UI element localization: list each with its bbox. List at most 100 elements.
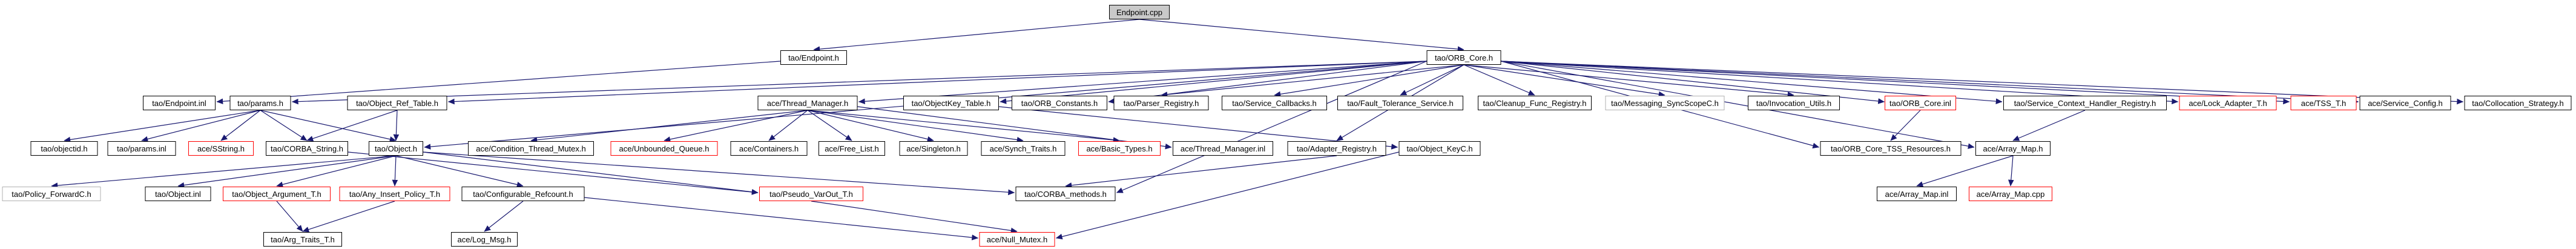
node-array-map-inl[interactable]: ace/Array_Map.inl — [1877, 187, 1957, 201]
edge-thread-manager-h-to-basic-types-h — [807, 110, 1120, 143]
node-messaging-syncscopec-h[interactable]: tao/Messaging_SyncScopeC.h — [1605, 96, 1725, 110]
node-object-ref-table-h[interactable]: tao/Object_Ref_Table.h — [347, 96, 447, 110]
edge-params-h-to-object-h — [260, 110, 397, 142]
node-configurable-refcount-h[interactable]: tao/Configurable_Refcount.h — [461, 187, 585, 201]
node-service-callbacks-h[interactable]: tao/Service_Callbacks.h — [1222, 96, 1327, 110]
edge-configurable-refcount-h-to-log-msg-h — [484, 201, 524, 232]
edge-adapter-registry-h-to-corba-methods-h — [1065, 155, 1337, 188]
node-sstring-h[interactable]: ace/SString.h — [188, 141, 254, 156]
node-corba-methods-h[interactable]: tao/CORBA_methods.h — [1015, 187, 1116, 201]
node-log-msg-h[interactable]: ace/Log_Msg.h — [451, 232, 518, 247]
edge-endpoint-h-to-endpoint-inl — [216, 61, 781, 105]
edge-array-map-h-to-array-map-cpp — [2008, 155, 2014, 187]
edge-object-ref-table-h-to-corba-string-h — [306, 110, 398, 142]
edge-object-h-to-configurable-refcount-h — [395, 155, 524, 188]
node-adapter-registry-h[interactable]: tao/Adapter_Registry.h — [1287, 141, 1386, 156]
edge-orb-core-h-to-params-h — [291, 61, 1427, 105]
edge-service-context-handler-registry-h-to-array-map-h — [2012, 110, 2086, 141]
node-array-map-h[interactable]: ace/Array_Map.h — [1975, 141, 2051, 156]
node-object-h[interactable]: tao/Object.h — [369, 141, 423, 156]
edge-orb-core-h-to-fault-tolerance-service-h — [1400, 64, 1464, 96]
node-object-keyc-h[interactable]: tao/Object_KeyC.h — [1398, 141, 1481, 156]
edge-orb-core-h-to-thread-manager-h — [858, 61, 1427, 105]
edge-object-keyc-h-to-null-mutex-h — [1055, 151, 1399, 240]
edge-orb-core-inl-to-orb-core-tss-resources-h — [1890, 110, 1921, 141]
node-service-context-handler-registry-h[interactable]: tao/Service_Context_Handler_Registry.h — [2003, 96, 2167, 110]
edge-thread-manager-h-to-free-list-h — [807, 110, 852, 141]
edge-thread-manager-h-to-thread-manager-inl — [857, 106, 1172, 150]
edge-orb-core-h-to-lock-adapter-t-h — [1501, 61, 2179, 105]
node-collocation-strategy-h[interactable]: tao/Collocation_Strategy.h — [2464, 96, 2572, 110]
edge-thread-manager-h-to-condition-thread-mutex-h — [530, 110, 808, 143]
node-null-mutex-h[interactable]: ace/Null_Mutex.h — [979, 232, 1055, 247]
node-free-list-h[interactable]: ace/Free_List.h — [819, 141, 885, 156]
edge-object-h-to-object-inl — [177, 155, 397, 188]
node-any-insert-policy-t-h[interactable]: tao/Any_Insert_Policy_T.h — [339, 187, 450, 201]
edge-thread-manager-h-to-containers-h — [768, 110, 808, 141]
node-corba-string-h[interactable]: tao/CORBA_String.h — [266, 141, 348, 156]
node-params-h[interactable]: tao/params.h — [229, 96, 291, 110]
edge-orb-core-h-to-cleanup-func-registry-h — [1463, 64, 1535, 96]
node-thread-manager-h[interactable]: ace/Thread_Manager.h — [757, 96, 858, 110]
edge-corba-string-h-to-pseudo-varout-t-h — [348, 151, 759, 195]
edge-orb-core-h-to-orb-core-inl — [1501, 61, 1885, 104]
edge-orb-core-h-to-service-config-h — [1501, 61, 2359, 105]
node-params-inl[interactable]: tao/params.inl — [107, 141, 176, 156]
edge-array-map-h-to-array-map-inl — [1916, 155, 2014, 187]
edge-object-argument-t-h-to-arg-traits-t-h — [276, 201, 303, 232]
edge-params-h-to-params-inl — [141, 110, 261, 142]
node-endpoint-cpp[interactable]: Endpoint.cpp — [1109, 5, 1170, 19]
node-orb-constants-h[interactable]: tao/ORB_Constants.h — [1012, 96, 1107, 110]
node-lock-adapter-t-h[interactable]: ace/Lock_Adapter_T.h — [2179, 96, 2277, 110]
edge-endpoint-cpp-to-orb-core-h — [1139, 19, 1464, 52]
node-objectkey-table-h[interactable]: tao/ObjectKey_Table.h — [903, 96, 999, 110]
edge-thread-manager-h-to-unbounded-queue-h — [664, 110, 808, 142]
edge-objectkey-table-h-to-object-keyc-h — [998, 106, 1398, 150]
edge-object-ref-table-h-to-object-h — [393, 110, 400, 141]
node-object-argument-t-h[interactable]: tao/Object_Argument_T.h — [223, 187, 331, 201]
node-synch-traits-h[interactable]: ace/Synch_Traits.h — [981, 141, 1066, 156]
edge-endpoint-cpp-to-endpoint-h — [813, 19, 1140, 52]
edge-orb-core-h-to-invocation-utils-h — [1463, 64, 1794, 98]
edge-object-h-to-any-insert-policy-t-h — [392, 155, 398, 187]
edge-object-h-to-corba-methods-h — [423, 151, 1015, 196]
node-orb-core-h[interactable]: tao/ORB_Core.h — [1426, 50, 1501, 65]
node-condition-thread-mutex-h[interactable]: ace/Condition_Thread_Mutex.h — [468, 141, 594, 156]
node-parser-registry-h[interactable]: tao/Parser_Registry.h — [1113, 96, 1209, 110]
node-endpoint-inl[interactable]: tao/Endpoint.inl — [143, 96, 216, 110]
edge-object-h-to-object-argument-t-h — [276, 155, 397, 188]
edge-object-h-to-pseudo-varout-t-h — [423, 151, 759, 195]
edge-orb-core-h-to-collocation-strategy-h — [1501, 61, 2464, 105]
node-service-config-h[interactable]: ace/Service_Config.h — [2359, 96, 2451, 110]
node-cleanup-func-registry-h[interactable]: tao/Cleanup_Func_Registry.h — [1478, 96, 1592, 110]
node-fault-tolerance-service-h[interactable]: tao/Fault_Tolerance_Service.h — [1337, 96, 1463, 110]
node-orb-core-tss-resources-h[interactable]: tao/ORB_Core_TSS_Resources.h — [1820, 141, 1962, 156]
node-singleton-h[interactable]: ace/Singleton.h — [899, 141, 968, 156]
edge-any-insert-policy-t-h-to-arg-traits-t-h — [302, 201, 395, 233]
node-objectid-h[interactable]: tao/objectid.h — [30, 141, 98, 156]
node-tss-t-h[interactable]: ace/TSS_T.h — [2290, 96, 2357, 110]
edge-thread-manager-h-to-singleton-h — [807, 110, 934, 142]
edge-orb-core-h-to-messaging-syncscopec-h — [1463, 64, 1665, 98]
node-invocation-utils-h[interactable]: tao/Invocation_Utils.h — [1748, 96, 1840, 110]
edge-orb-core-h-to-object-ref-table-h — [447, 61, 1427, 105]
node-unbounded-queue-h[interactable]: ace/Unbounded_Queue.h — [610, 141, 718, 156]
edge-orb-core-h-to-service-callbacks-h — [1274, 64, 1464, 98]
edge-orb-core-h-to-service-context-handler-registry-h — [1501, 61, 2003, 104]
node-arg-traits-t-h[interactable]: tao/Arg_Traits_T.h — [263, 232, 342, 247]
node-orb-core-inl[interactable]: tao/ORB_Core.inl — [1885, 96, 1956, 110]
node-object-inl[interactable]: tao/Object.inl — [145, 187, 211, 201]
node-thread-manager-inl[interactable]: ace/Thread_Manager.inl — [1173, 141, 1273, 156]
node-policy-forwardc-h[interactable]: tao/Policy_ForwardC.h — [2, 187, 101, 201]
node-containers-h[interactable]: ace/Containers.h — [730, 141, 808, 156]
edge-configurable-refcount-h-to-null-mutex-h — [584, 197, 979, 241]
node-endpoint-h[interactable]: tao/Endpoint.h — [780, 50, 847, 65]
edge-orb-core-h-to-parser-registry-h — [1161, 64, 1464, 98]
node-pseudo-varout-t-h[interactable]: tao/Pseudo_VarOut_T.h — [759, 187, 863, 201]
node-array-map-cpp[interactable]: ace/Array_Map.cpp — [1969, 187, 2052, 201]
edge-pseudo-varout-t-h-to-null-mutex-h — [811, 201, 1018, 234]
node-basic-types-h[interactable]: ace/Basic_Types.h — [1078, 141, 1161, 156]
edge-thread-manager-h-to-synch-traits-h — [807, 110, 1024, 143]
